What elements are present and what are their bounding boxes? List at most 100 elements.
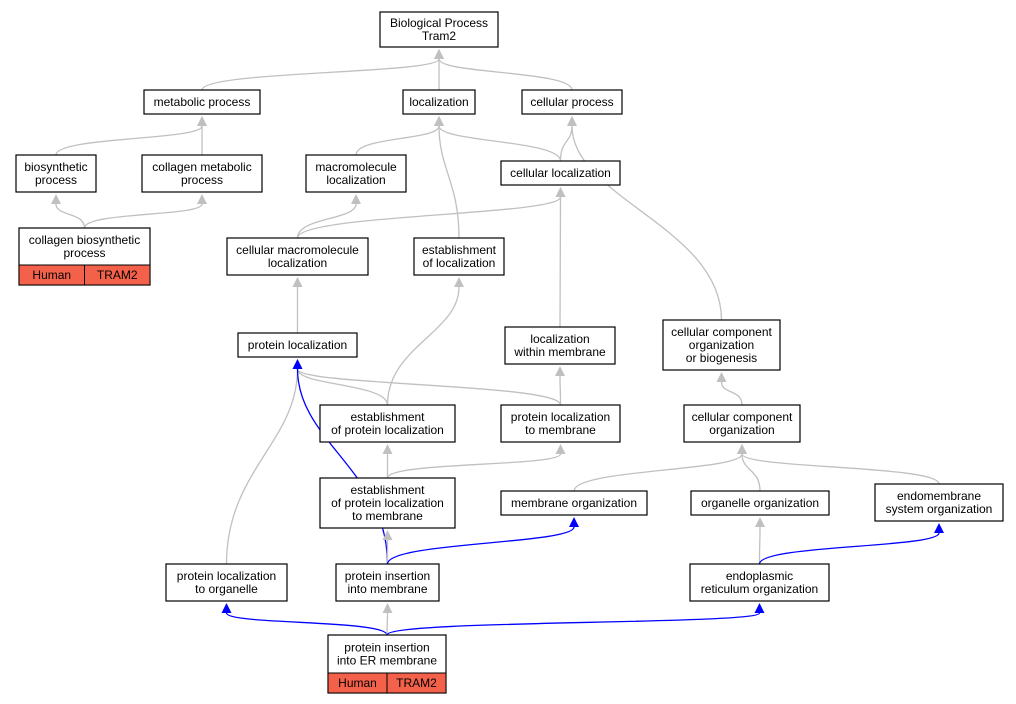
edge-biosynthetic-process-to-metabolic-process [55, 116, 207, 156]
node-box [874, 483, 1004, 522]
node-label-line: cellular component [671, 325, 772, 339]
edge-line [55, 125, 203, 156]
edge-line [296, 368, 389, 406]
edge-cellular-component-organization-to-cellular-component-organization-or-biogenesis [716, 372, 743, 406]
edge-line [296, 368, 562, 406]
node-cellular-process[interactable]: cellular process [521, 89, 623, 115]
edge-cellular-macromolecule-localization-to-cellular-localization [296, 187, 566, 239]
arrow-head [716, 372, 727, 382]
edge-line [225, 368, 299, 565]
node-label-line: protein insertion [345, 569, 430, 583]
node-label-line: collagen metabolic [152, 160, 251, 174]
node-box [689, 563, 830, 602]
node-label-line: establishment [350, 410, 425, 424]
node-label-line: of protein localization [331, 496, 444, 510]
node-label-line: endomembrane [897, 489, 981, 503]
edge-endoplasmic-reticulum-organization-to-endomembrane-system-organization [758, 523, 944, 565]
edge-line [55, 203, 86, 229]
arrow-head [555, 366, 565, 376]
node-label-line: protein localization [511, 410, 610, 424]
node-label-line: cellular component [692, 410, 793, 424]
node-label-line: process [181, 173, 223, 187]
node-box [402, 89, 476, 115]
edge-metabolic-process-to-root [201, 49, 444, 91]
node-organelle-organization[interactable]: organelle organization [690, 490, 830, 516]
edge-cellular-localization-to-localization [434, 116, 562, 162]
node-label-line: biosynthetic [24, 160, 87, 174]
node-box [413, 237, 505, 276]
arrow-head [292, 277, 303, 287]
node-box [690, 490, 830, 516]
node-protein-localization[interactable]: protein localization [237, 332, 358, 358]
edge-protein-insertion-into-membrane-to-membrane-organization [386, 517, 579, 565]
edge-membrane-organization-to-cellular-component-organization [573, 444, 747, 492]
node-box [15, 154, 97, 193]
arrow-head [569, 517, 579, 527]
arrow-head [934, 523, 944, 533]
edges-layer [51, 49, 944, 636]
node-label-line: Biological Process [390, 16, 488, 30]
node-box [500, 490, 648, 516]
arrow-head [351, 194, 361, 204]
arrow-head [382, 530, 393, 540]
node-localization[interactable]: localization [402, 89, 476, 115]
node-label-line: within membrane [513, 345, 606, 359]
node-label-line: or biogenesis [686, 351, 757, 365]
node-label-line: reticulum organization [701, 582, 818, 596]
arrow-head [555, 187, 566, 197]
edge-line [296, 196, 562, 239]
node-label-line: into ER membrane [337, 654, 437, 668]
node-label-line: to membrane [525, 423, 596, 437]
node-membrane-organization[interactable]: membrane organization [500, 490, 648, 516]
edge-protein-insertion-into-membrane-to-protein-localization [292, 359, 389, 565]
edge-line [225, 612, 388, 636]
node-box [662, 319, 781, 371]
node-label-line: to membrane [352, 509, 423, 523]
edge-establishment-of-localization-to-localization [434, 116, 460, 239]
arrow-head [754, 603, 765, 613]
node-box [683, 404, 801, 443]
arrow-head [382, 444, 393, 454]
node-label-line: of protein localization [331, 423, 444, 437]
node-box [521, 89, 623, 115]
species-label: Human [338, 676, 377, 690]
edge-line [438, 125, 460, 239]
edge-line [559, 375, 562, 406]
node-label-line: to organelle [195, 582, 258, 596]
node-label-line: of localization [423, 256, 496, 270]
node-label-line: cellular macromolecule [236, 243, 359, 257]
node-box [226, 237, 369, 276]
arrow-head [567, 116, 577, 126]
arrow-head [555, 444, 566, 454]
node-label-line: localization [326, 173, 385, 187]
node-cellular-localization[interactable]: cellular localization [500, 160, 621, 186]
edge-cellular-component-organization-or-biogenesis-to-cellular-process [567, 116, 723, 321]
node-metabolic-process[interactable]: metabolic process [143, 89, 261, 115]
arrow-head [221, 603, 232, 613]
node-label-line: localization [409, 95, 468, 109]
node-label-line: cellular process [530, 95, 613, 109]
node-box [319, 477, 456, 529]
gene-label: TRAM2 [97, 268, 138, 282]
edge-endoplasmic-reticulum-organization-to-organelle-organization [755, 517, 765, 565]
